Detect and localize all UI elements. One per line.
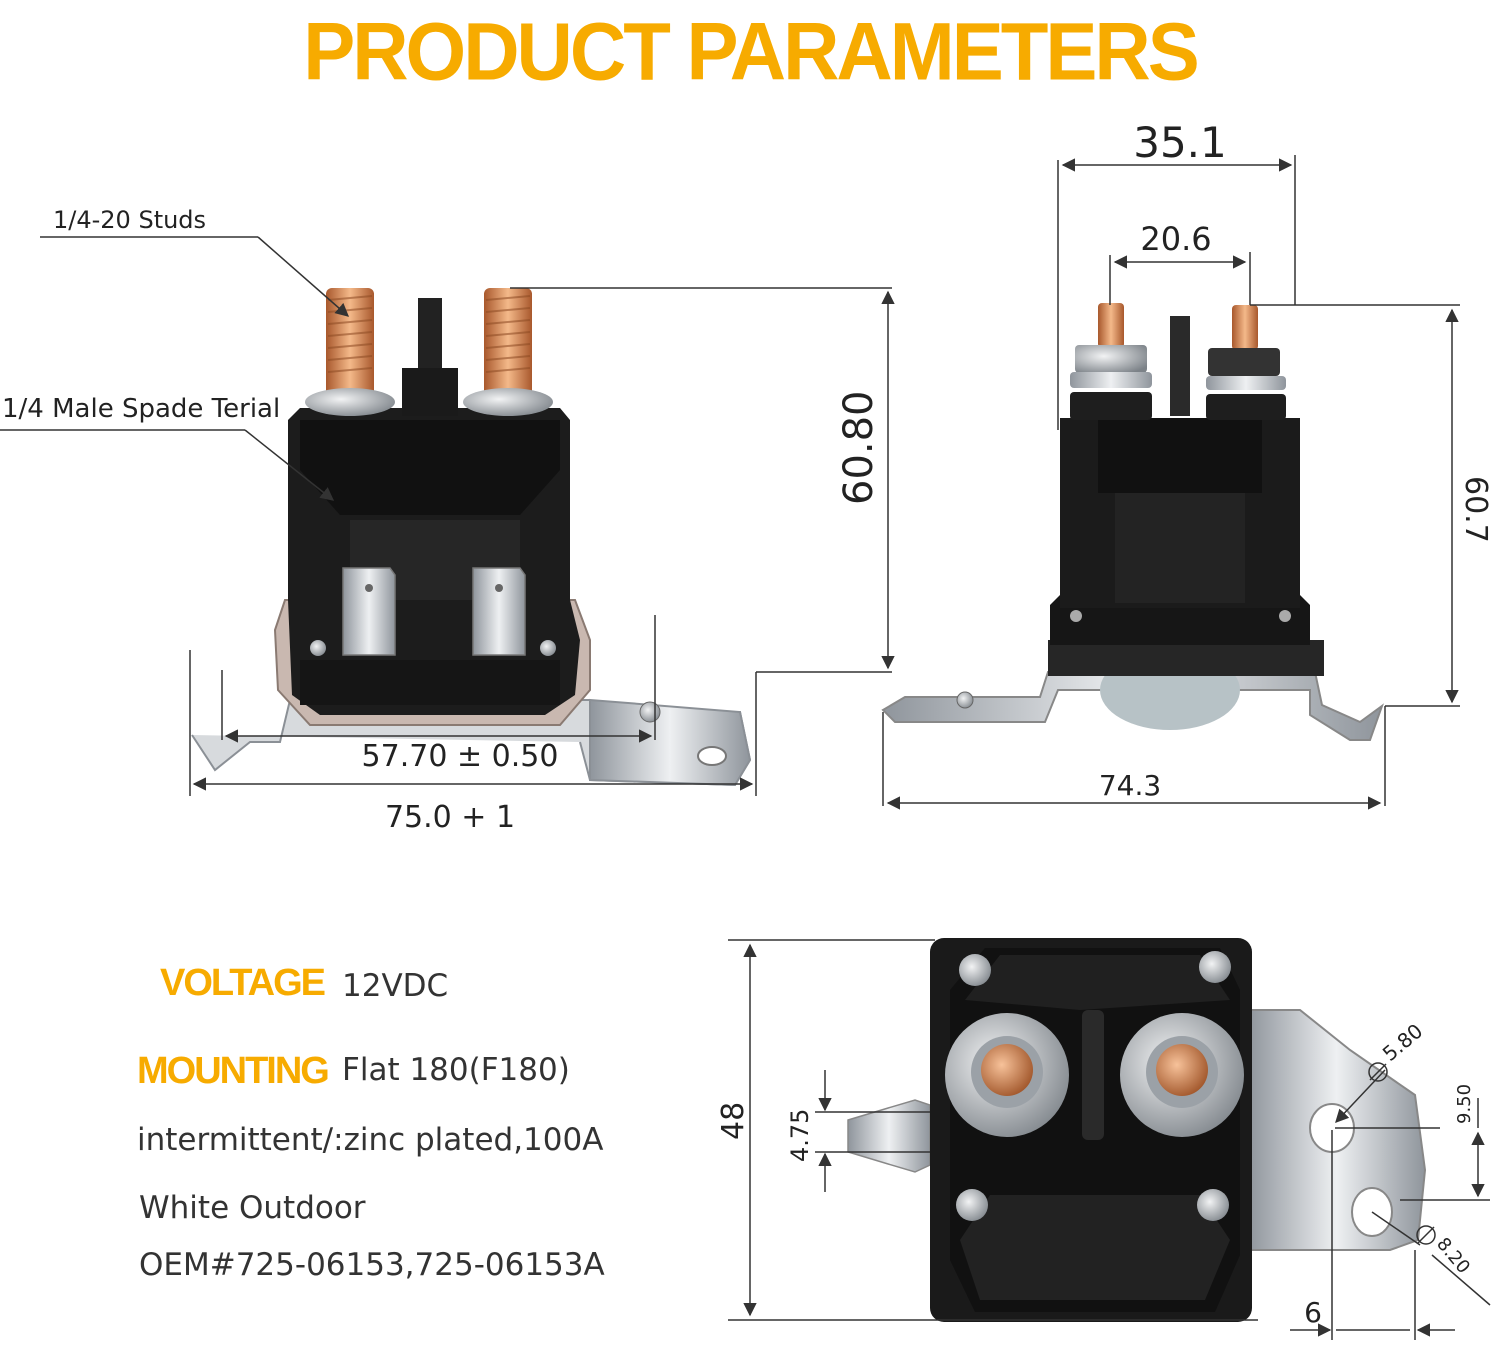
mounting-value: Flat 180(F180) [342,1052,570,1088]
dim-side-top-width: 35.1 [1133,118,1227,167]
dim-side-height: 60.7 [1458,476,1493,543]
dim-front-total-width: 75.0 + 1 [385,800,515,835]
top-view [847,938,1427,1322]
dim-top-hole-offset: 9.50 [1454,1084,1475,1124]
dim-front-inner-width: 57.70 ± 0.50 [362,739,559,774]
spec-line-1: intermittent/:zinc plated,100A [137,1122,604,1158]
page-title: PRODUCT PARAMETERS [303,4,1200,98]
side-dimension-lines [882,155,1460,810]
side-view [881,303,1385,741]
diameter-symbol-icon [1368,1062,1388,1082]
front-view [191,288,752,787]
top-dimension-lines [728,939,1491,1340]
callout-studs: 1/4-20 Studs [53,206,206,234]
dim-top-edge: 6 [1304,1296,1322,1329]
dim-side-stud-spacing: 20.6 [1140,220,1211,258]
dim-side-total-width: 74.3 [1099,769,1161,802]
front-dimension-lines [0,236,895,796]
mounting-label: MOUNTING [137,1050,330,1092]
dim-front-height: 60.80 [836,390,882,505]
dim-top-hole1: 5.80 [1378,1019,1428,1066]
voltage-label: VOLTAGE [160,962,326,1004]
diameter-symbol-icon [1416,1225,1436,1245]
voltage-value: 12VDC [342,968,449,1004]
dim-top-height: 48 [716,1102,751,1140]
spec-line-3: OEM#725-06153,725-06153A [139,1247,605,1283]
dim-top-hole2: 8.20 [1432,1234,1474,1278]
callout-spade: 1/4 Male Spade Terial [2,394,280,424]
dim-top-spade: 4.75 [786,1109,814,1162]
spec-line-2: White Outdoor [139,1190,366,1226]
